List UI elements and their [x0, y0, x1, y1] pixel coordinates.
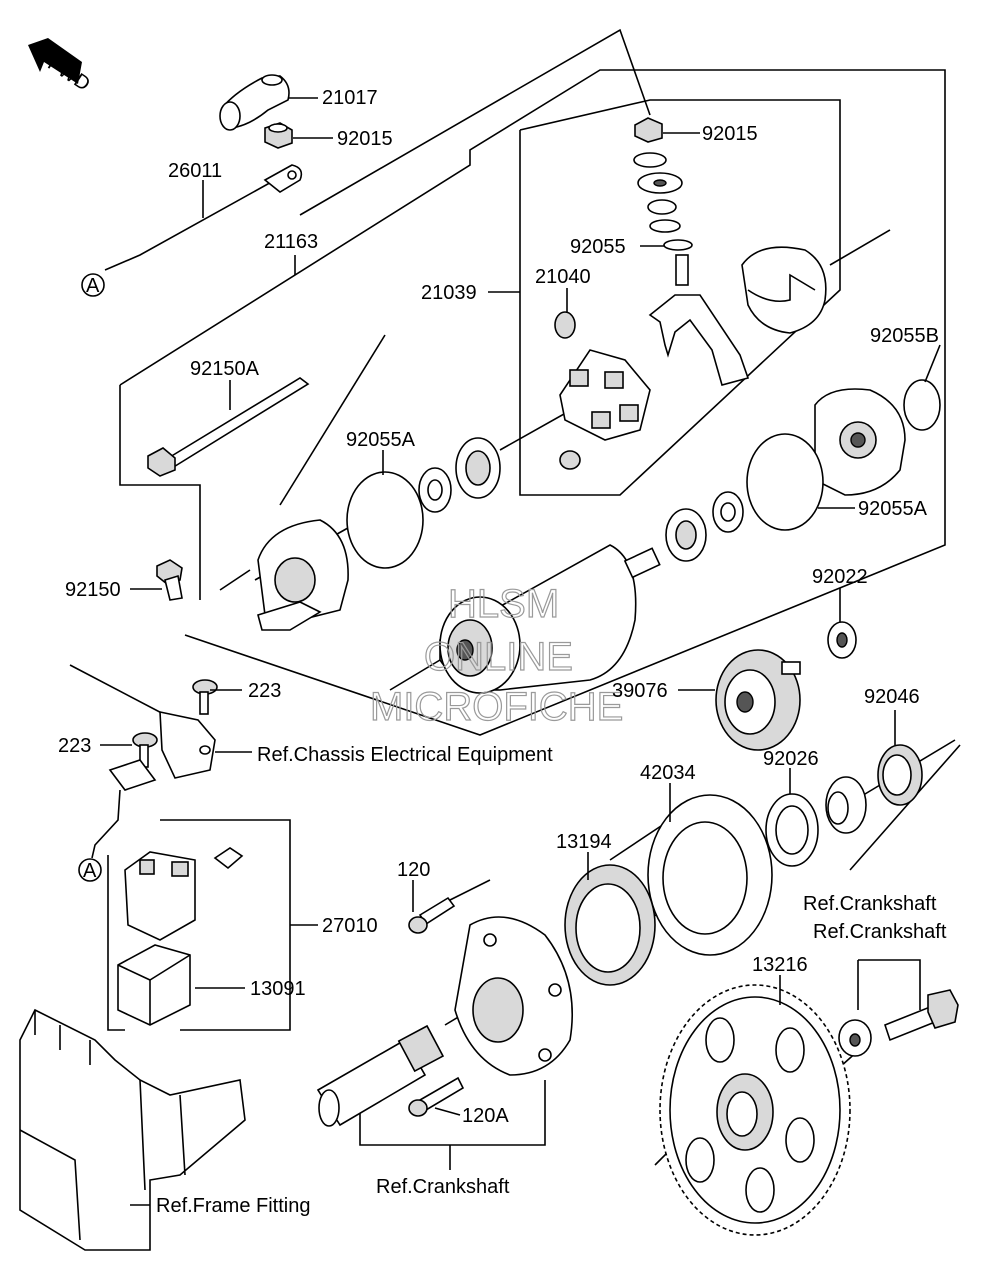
chassis-connector — [69, 664, 218, 859]
brush-holder-21039 — [559, 349, 651, 441]
o-ring-92055a-left — [346, 471, 424, 569]
label-92046: 92046 — [864, 686, 920, 708]
label-92015-left: 92015 — [337, 128, 393, 150]
clutch-housing — [454, 916, 573, 1076]
label-92055a-right: 92055A — [858, 498, 928, 520]
ref-frame-fitting: Ref.Frame Fitting — [156, 1195, 310, 1217]
label-13091: 13091 — [250, 978, 306, 1000]
label-92015-right: 92015 — [702, 123, 758, 145]
washer-92026 — [765, 793, 819, 867]
label-13216: 13216 — [752, 954, 808, 976]
bearing-right-pair — [665, 491, 744, 562]
front-cover — [257, 519, 349, 631]
bearing-left-pair — [418, 437, 501, 513]
label-21040: 21040 — [535, 266, 591, 288]
watermark-line-1: HLSM — [448, 582, 559, 626]
marker-a-text-bottom: A — [83, 860, 97, 882]
label-92022: 92022 — [812, 566, 868, 588]
label-223-left: 223 — [58, 735, 91, 757]
one-way-clutch-13194 — [564, 864, 656, 986]
label-92055a-left: 92055A — [346, 429, 416, 451]
bolt-92150 — [156, 559, 183, 601]
bolt-92150a — [147, 377, 310, 477]
part-labels: 21017 92015 26011 21163 92015 92055 2104… — [58, 87, 939, 1127]
label-92150: 92150 — [65, 579, 121, 601]
idle-gear-39076 — [715, 649, 801, 751]
starter-gear-13216 — [659, 984, 851, 1236]
brush-plate-fork — [648, 254, 750, 386]
bolt-120 — [408, 896, 456, 934]
plate-42034 — [647, 794, 773, 956]
washer-92022-hole — [836, 632, 848, 648]
bolt-120a — [408, 1076, 465, 1117]
ref-crankshaft-upper: Ref.Crankshaft — [803, 893, 937, 915]
collar — [825, 776, 867, 834]
label-21017: 21017 — [322, 87, 378, 109]
group-brackets — [107, 28, 961, 1170]
o-ring-92055 — [663, 239, 693, 251]
label-13194: 13194 — [556, 831, 612, 853]
connector-marker-a-top: A — [81, 273, 105, 297]
label-42034: 42034 — [640, 762, 696, 784]
frame-fitting — [19, 1008, 246, 1251]
ref-crankshaft-middle: Ref.Crankshaft — [813, 921, 947, 943]
label-223-top: 223 — [248, 680, 281, 702]
label-92150a: 92150A — [190, 358, 260, 380]
terminal-boot-21017 — [219, 74, 290, 131]
spring-21040 — [554, 311, 581, 470]
ref-chassis-electrical: Ref.Chassis Electrical Equipment — [257, 744, 553, 766]
label-27010: 27010 — [322, 915, 378, 937]
o-ring-92055b — [903, 379, 941, 431]
watermark-line-3: MICROFICHE — [370, 685, 623, 729]
label-39076: 39076 — [612, 680, 668, 702]
starter-motor — [439, 544, 661, 694]
connector-marker-a-bottom: A — [78, 858, 102, 882]
leader-lines — [100, 97, 941, 1206]
ref-crankshaft-bottom: Ref.Crankshaft — [376, 1176, 510, 1198]
fwd-arrow-icon: FWD — [28, 38, 94, 96]
cable-26011 — [104, 164, 303, 271]
nut-92015-left — [264, 122, 293, 149]
o-ring-92055a-right — [746, 433, 824, 531]
end-cover-cup — [741, 246, 827, 334]
label-92055b: 92055B — [870, 325, 939, 347]
label-26011: 26011 — [168, 160, 222, 182]
crank-bolt-right — [838, 989, 959, 1057]
label-92026: 92026 — [763, 748, 819, 770]
marker-a-text-top: A — [86, 275, 100, 297]
label-21039: 21039 — [421, 282, 477, 304]
label-92055: 92055 — [570, 236, 626, 258]
label-120a: 120A — [462, 1105, 509, 1127]
reference-labels: Ref.Chassis Electrical Equipment Ref.Cra… — [156, 744, 947, 1217]
washer-stack-92015 — [633, 117, 683, 233]
label-21163: 21163 — [264, 231, 318, 253]
relay-27010 — [124, 847, 244, 941]
label-120: 120 — [397, 859, 430, 881]
watermark-line-2: ONLINE — [424, 635, 573, 679]
relay-cover-13091 — [117, 944, 191, 1026]
rear-cover — [814, 388, 906, 496]
needle-bearing-92046 — [877, 744, 923, 806]
crankshaft-shaft — [316, 1024, 445, 1127]
